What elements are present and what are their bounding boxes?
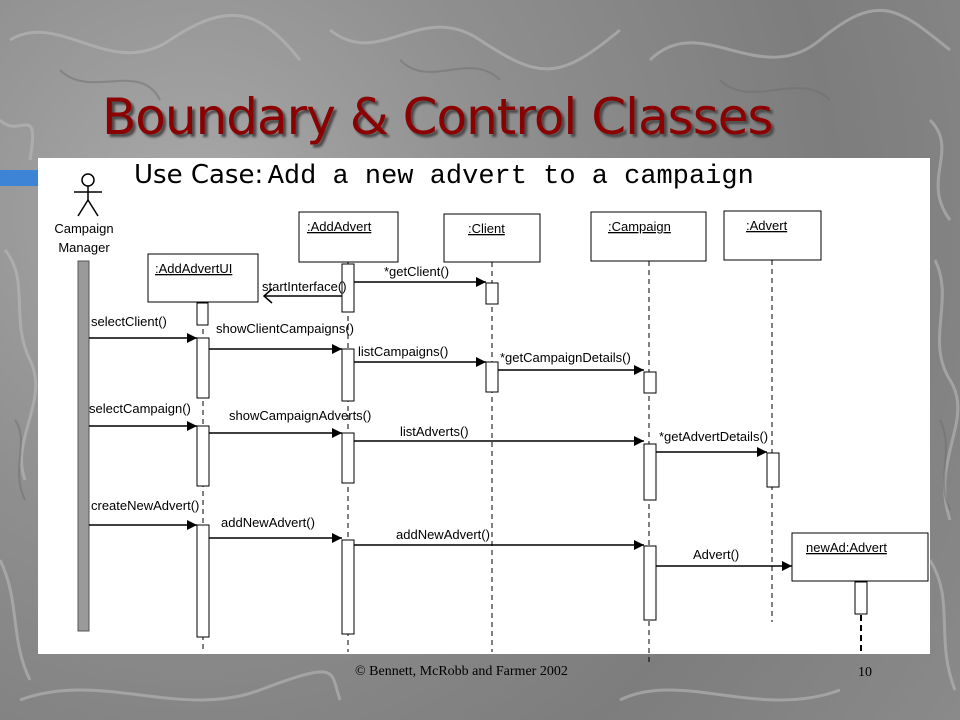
activation-bar (643, 371, 657, 394)
object-label-addadvert: :AddAdvert (307, 219, 372, 234)
message-label: *getCampaignDetails() (500, 350, 631, 365)
message-label: showClientCampaigns() (216, 321, 354, 336)
message-label: selectCampaign() (89, 401, 191, 416)
activation-bar (766, 452, 780, 488)
message-arrowhead (262, 288, 273, 304)
activation-bar (341, 348, 355, 402)
message-label: selectClient() (91, 314, 167, 329)
message-label: startInterface() (262, 279, 347, 294)
use-case-label: Use Case: (134, 160, 264, 190)
activation-bar (485, 361, 499, 393)
object-box-newad (791, 532, 929, 582)
message-label: *getClient() (384, 264, 449, 279)
object-box-campaign (590, 211, 707, 262)
use-case-name: Add a new advert to a campaign (267, 162, 754, 192)
activation-bar (854, 581, 868, 615)
page-number: 10 (858, 665, 872, 680)
actor-icon (74, 173, 102, 217)
actor-label-line2: Manager (58, 240, 110, 255)
activation-bar (643, 545, 657, 621)
activation-bar (341, 263, 355, 313)
message-label: listAdverts() (400, 424, 469, 439)
accent-bar (0, 170, 40, 186)
activation-bar (341, 432, 355, 484)
object-label-campaign: :Campaign (608, 219, 671, 234)
message-label: Advert() (693, 547, 739, 562)
actor-label-line1: Campaign (54, 221, 113, 236)
object-label-advert: :Advert (746, 218, 788, 233)
message-label: createNewAdvert() (91, 498, 199, 513)
object-box-addadvert (298, 211, 399, 263)
activation-bar (341, 539, 355, 635)
activation-bar (196, 425, 210, 487)
object-box-client (443, 213, 541, 263)
message-label: listCampaigns() (358, 344, 448, 359)
activation-bar (485, 282, 499, 305)
activation-bar (196, 524, 210, 638)
message-label: showCampaignAdverts() (229, 408, 371, 423)
activation-bar (643, 443, 657, 501)
activation-bar (196, 337, 210, 399)
slide-title: Boundary & Control Classes (102, 88, 774, 146)
copyright-footer: © Bennett, McRobb and Farmer 2002 (355, 664, 568, 679)
message-label: *getAdvertDetails() (659, 429, 768, 444)
message-label: addNewAdvert() (396, 527, 490, 542)
object-label-addadvertui: :AddAdvertUI (155, 261, 232, 276)
object-label-client: :Client (468, 221, 505, 236)
message-label: addNewAdvert() (221, 515, 315, 530)
use-case-subtitle: Use Case: Add a new advert to a campaign (134, 160, 754, 192)
actor-activation (77, 260, 90, 632)
object-label-newad: newAd:Advert (806, 540, 887, 555)
activation-bar (196, 302, 209, 326)
